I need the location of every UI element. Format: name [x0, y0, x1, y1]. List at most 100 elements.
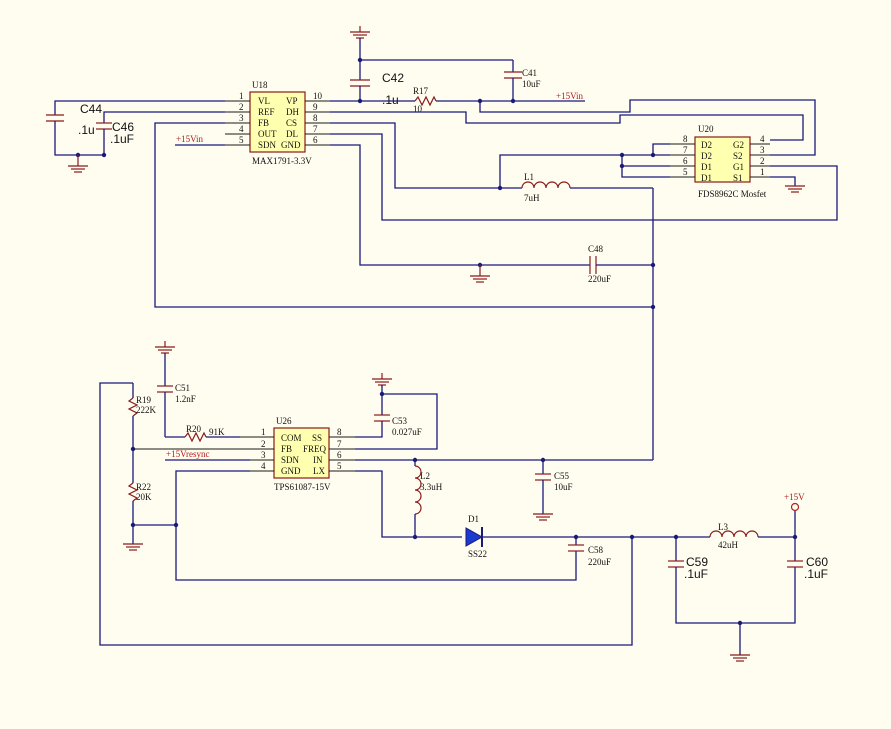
- u18-pin9-num: 9: [313, 102, 318, 112]
- d1-value: SS22: [468, 549, 487, 559]
- c58-value: 220uF: [588, 557, 611, 567]
- u20-right-pins: [750, 143, 770, 178]
- r19-value: 222K: [136, 405, 157, 415]
- u18-pin8-num: 8: [313, 113, 318, 123]
- u26-pin3-name: SDN: [281, 455, 300, 465]
- u26-ref: U26: [276, 416, 292, 426]
- u20-left-pins: [670, 143, 695, 178]
- u18-pin10-name: VP: [286, 96, 298, 106]
- ground-symbol-output: [730, 654, 750, 662]
- r20-value: 91K: [209, 427, 225, 437]
- c42-ref: C42: [382, 71, 404, 85]
- u20-pin7-num: 7: [683, 145, 688, 155]
- diode-d1: [465, 527, 484, 547]
- capacitor-c48: [589, 256, 597, 274]
- u18-pin1-name: VL: [258, 96, 270, 106]
- u20-pin2-num: 2: [760, 156, 765, 166]
- c55-ref: C55: [554, 471, 570, 481]
- c44-ref: C44: [80, 102, 102, 116]
- resistor-r17: [414, 95, 437, 107]
- r17-value: 10: [413, 104, 423, 114]
- u18-right-pins: [305, 100, 330, 146]
- ground-symbol-c55: [533, 513, 553, 521]
- c41-value: 10uF: [522, 79, 541, 89]
- u20-pin4-num: 4: [760, 134, 765, 144]
- l1-ref: L1: [524, 172, 534, 182]
- capacitor-c41: [504, 60, 522, 101]
- c53-ref: C53: [392, 416, 408, 426]
- u18-pin10-num: 10: [313, 91, 323, 101]
- u26-pin2-name: FB: [281, 444, 292, 454]
- u20-pin4-name: G2: [733, 140, 744, 150]
- c59-value: .1uF: [684, 567, 708, 581]
- out-net-label: +15V: [784, 492, 805, 502]
- u20-pin5-name: D1: [701, 173, 712, 183]
- u20-pin8-name: D2: [701, 140, 712, 150]
- u18-pin4-name: OUT: [258, 129, 277, 139]
- c41-ref: C41: [522, 68, 537, 78]
- u26-pin3-num: 3: [261, 450, 266, 460]
- u18-pin4-num: 4: [239, 124, 244, 134]
- u26-pin4-num: 4: [261, 461, 266, 471]
- u20-pin1-name: S1: [733, 173, 743, 183]
- u26-pin7-num: 7: [337, 439, 342, 449]
- c48-value: 220uF: [588, 274, 611, 284]
- u20-pin6-num: 6: [683, 156, 688, 166]
- inductor-l2: [414, 465, 422, 515]
- output-port-icon: [790, 502, 800, 512]
- c51-value: 1.2nF: [175, 394, 196, 404]
- u18-pin9-name: DH: [286, 107, 299, 117]
- u20-pin3-num: 3: [760, 145, 765, 155]
- u18-pin2-name: REF: [258, 107, 275, 117]
- r20-ref: R20: [186, 424, 202, 434]
- ground-symbol-c44: [68, 155, 88, 173]
- c44-value: .1u: [78, 123, 95, 137]
- c58-ref: C58: [588, 545, 604, 555]
- l2-value: 3.3uH: [420, 482, 443, 492]
- u26-pin8-name: SS: [312, 433, 322, 443]
- ic-u18: [249, 91, 306, 153]
- u26-pin4-name: GND: [281, 466, 301, 476]
- r22-value: 20K: [136, 492, 152, 502]
- u18-pin7-name: DL: [286, 129, 298, 139]
- ground-symbol-c53: [372, 373, 392, 386]
- u20-part: FDS8962C Mosfet: [698, 189, 767, 199]
- inductor-l1: [521, 181, 571, 189]
- u26-pin7-name: FREQ: [303, 444, 327, 454]
- u18-left-pins: [225, 100, 250, 146]
- u26-pin5-num: 5: [337, 461, 342, 471]
- ground-symbol-c51: [155, 341, 175, 354]
- vin-net-label-1: +15Vin: [556, 91, 584, 101]
- l1-value: 7uH: [524, 193, 540, 203]
- u18-pin2-num: 2: [239, 102, 244, 112]
- u26-pin5-name: LX: [313, 466, 325, 476]
- u26-pin1-num: 1: [261, 427, 266, 437]
- ground-symbol-u20: [785, 185, 805, 193]
- capacitor-c59: [668, 560, 684, 568]
- resistor-r19: [127, 397, 139, 417]
- u18-pin3-num: 3: [239, 113, 244, 123]
- u26-pin6-name: IN: [313, 455, 323, 465]
- u20-pin7-name: D2: [701, 151, 712, 161]
- u18-pin7-num: 7: [313, 124, 318, 134]
- ic-u26: [273, 427, 330, 479]
- u18-pin3-name: FB: [258, 118, 269, 128]
- resistor-r20: [184, 431, 207, 443]
- u20-pin5-num: 5: [683, 167, 688, 177]
- u26-pin8-num: 8: [337, 427, 342, 437]
- l2-ref: L2: [420, 471, 430, 481]
- u20-pin1-num: 1: [760, 167, 765, 177]
- u18-ref: U18: [252, 80, 268, 90]
- c53-value: 0.027uF: [392, 427, 422, 437]
- vin-net-label-2: +15Vin: [176, 134, 204, 144]
- c59-ref: C59: [686, 555, 708, 569]
- capacitor-c53: [374, 414, 390, 422]
- u20-pin2-name: G1: [733, 162, 744, 172]
- capacitor-c60: [787, 560, 803, 568]
- u18-pin6-num: 6: [313, 135, 318, 145]
- inductor-l3: [709, 530, 759, 538]
- ground-symbol-c42: [350, 26, 370, 39]
- u20-pin6-name: D1: [701, 162, 712, 172]
- d1-ref: D1: [468, 514, 479, 524]
